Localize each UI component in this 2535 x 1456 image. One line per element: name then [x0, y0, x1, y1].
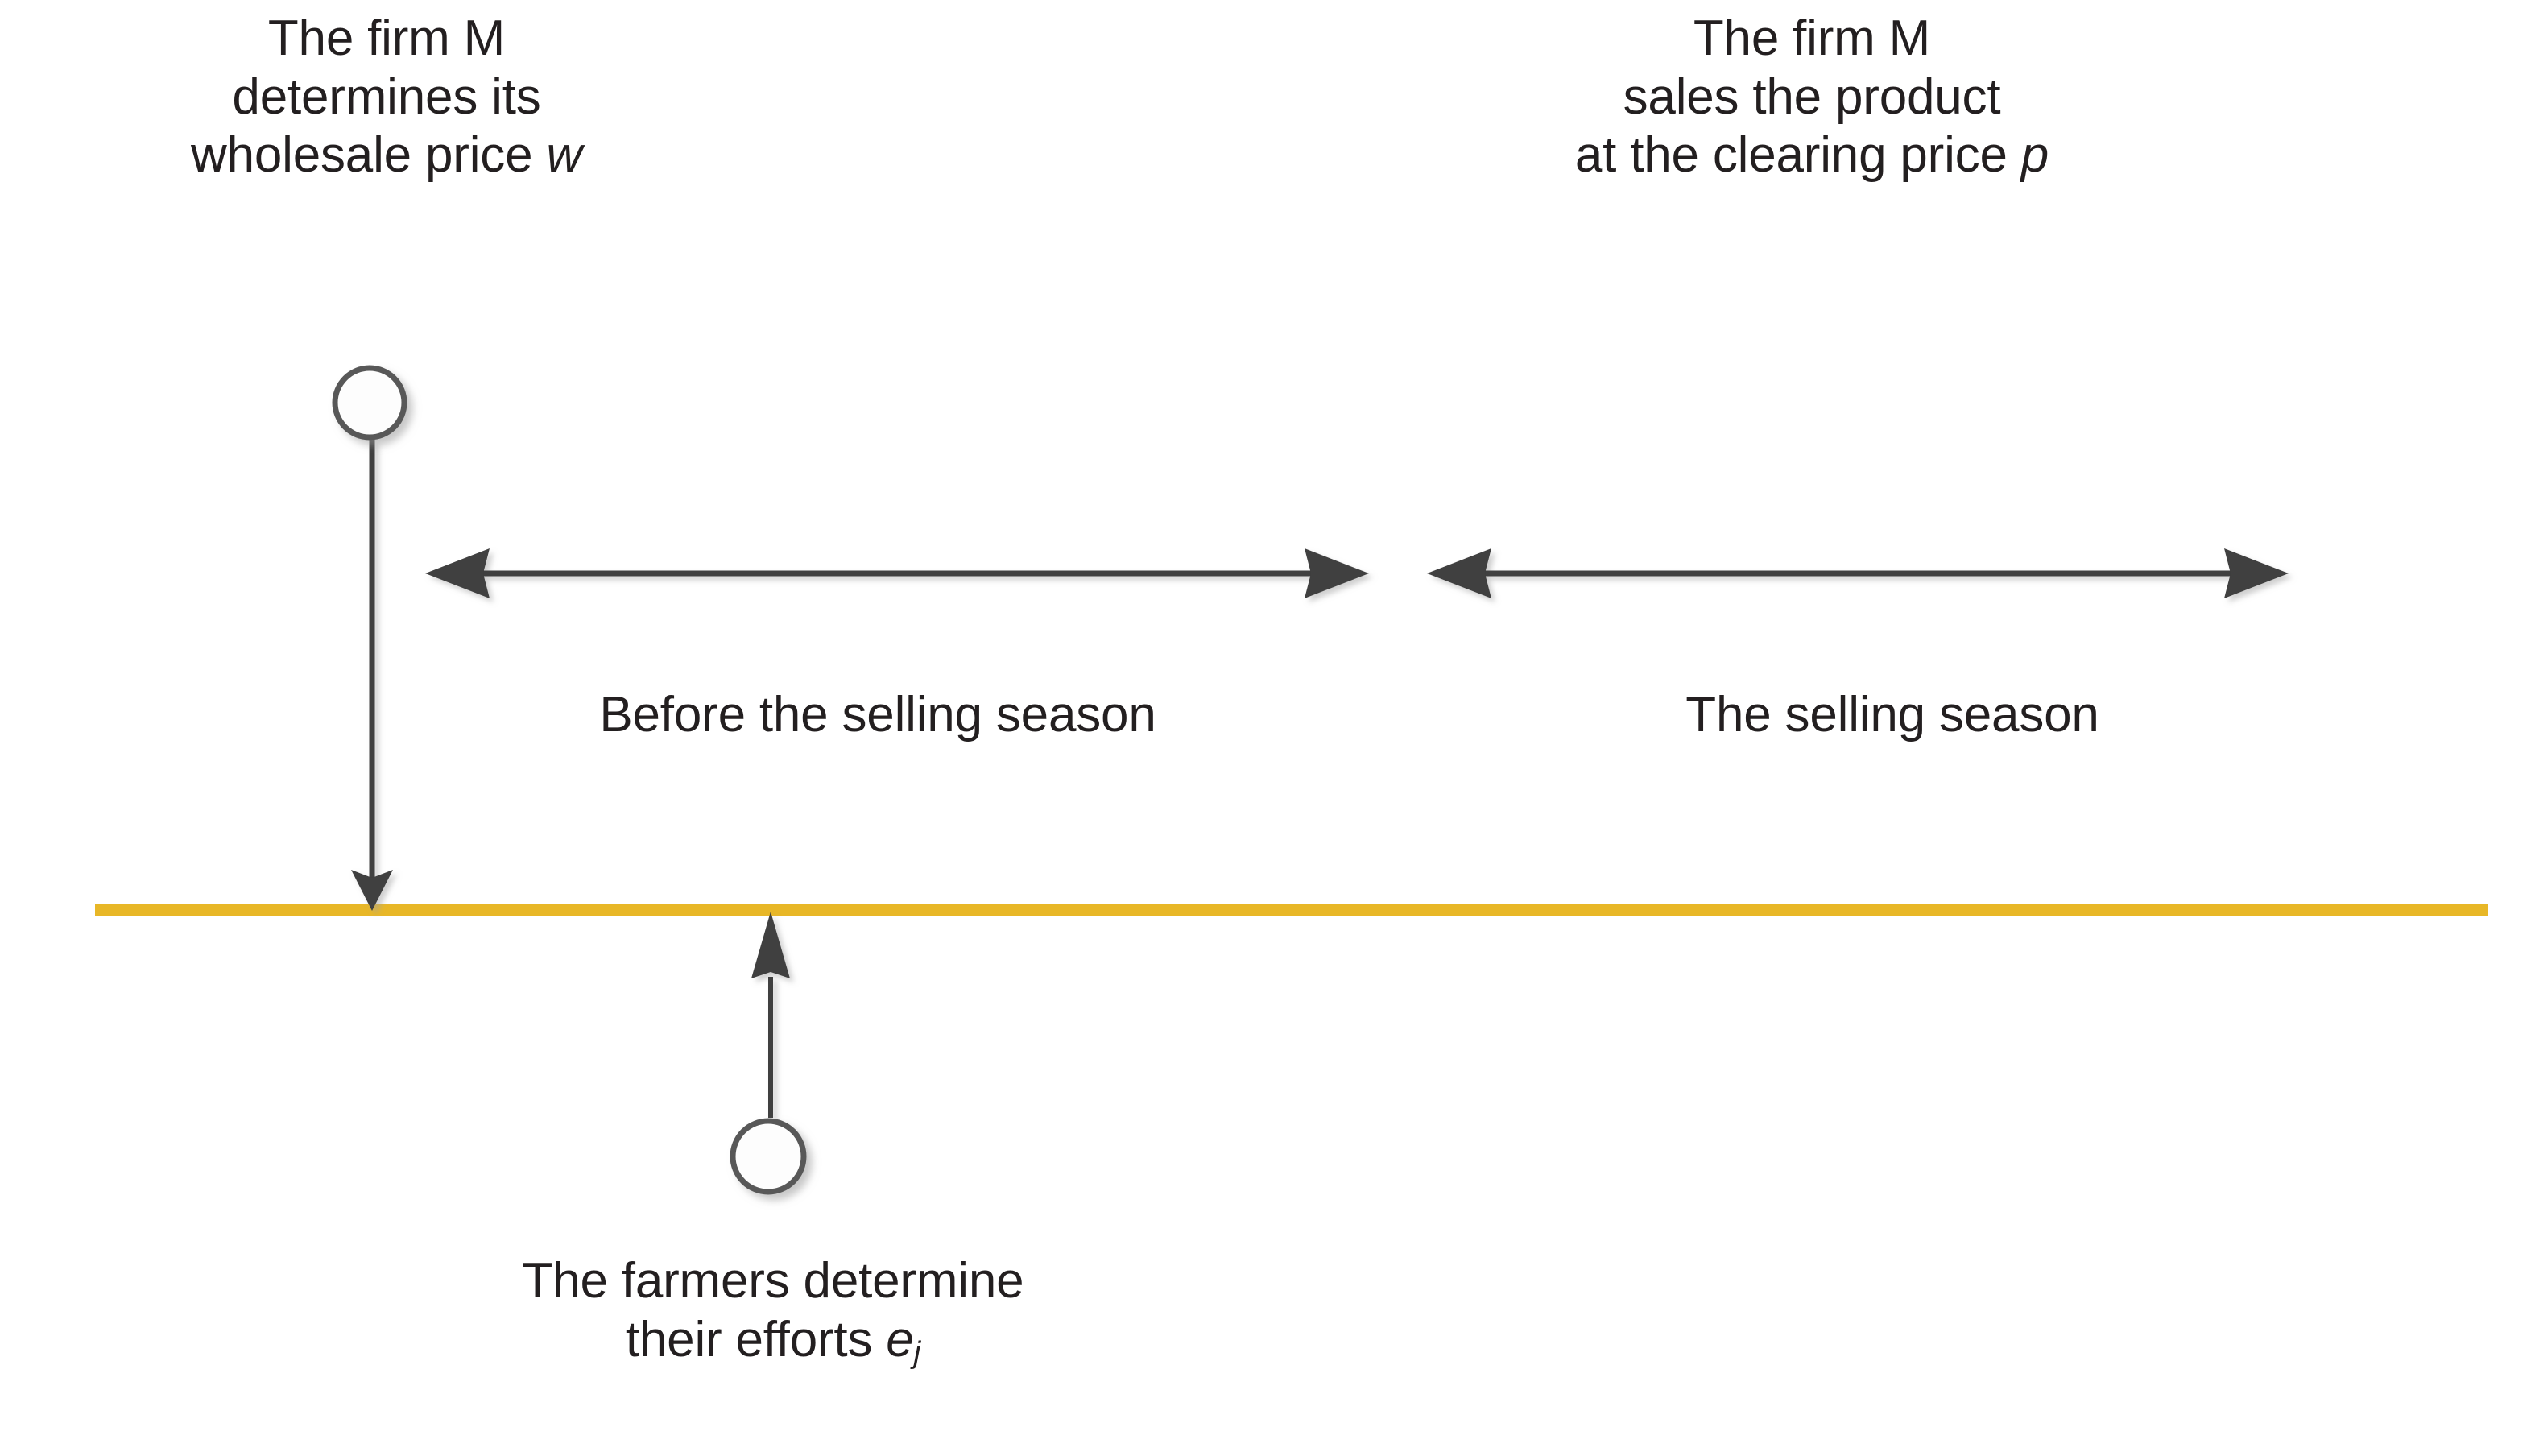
label-farmers-efforts: The farmers determine their efforts ej	[354, 1252, 1192, 1370]
label-the-selling-season: The selling season	[1685, 687, 2099, 742]
symbol-p: p	[2020, 127, 2049, 184]
arrowhead-down	[351, 870, 393, 911]
arrow-down-to-timeline	[351, 440, 393, 911]
arrowhead-left	[1427, 548, 1491, 598]
symbol-e: e	[886, 1311, 914, 1367]
symbol-e-subscript: j	[913, 1334, 921, 1370]
symbol-w: w	[546, 127, 582, 184]
label-firm-wholesale-price-text: The firm M determines its wholesale pric…	[191, 10, 541, 184]
node-wholesale-price[interactable]	[332, 365, 407, 441]
label-firm-clearing-price: The firm M sales the product at the clea…	[1474, 10, 2150, 185]
node-farmer-efforts[interactable]	[730, 1118, 807, 1195]
arrowhead-left	[425, 548, 490, 598]
label-firm-wholesale-price: The firm M determines its wholesale pric…	[48, 10, 725, 185]
arrow-up-to-timeline	[751, 912, 790, 1118]
label-firm-clearing-price-text: The firm M sales the product at the clea…	[1574, 10, 2008, 184]
arrowhead-right	[2224, 548, 2289, 598]
arrowhead-right	[1305, 548, 1369, 598]
span-before-selling-season	[425, 548, 1369, 598]
span-selling-season	[1427, 548, 2289, 598]
label-farmers-efforts-text: The farmers determine their efforts	[522, 1253, 1024, 1367]
label-before-selling-season: Before the selling season	[599, 687, 1156, 742]
arrowhead-up	[751, 912, 790, 978]
